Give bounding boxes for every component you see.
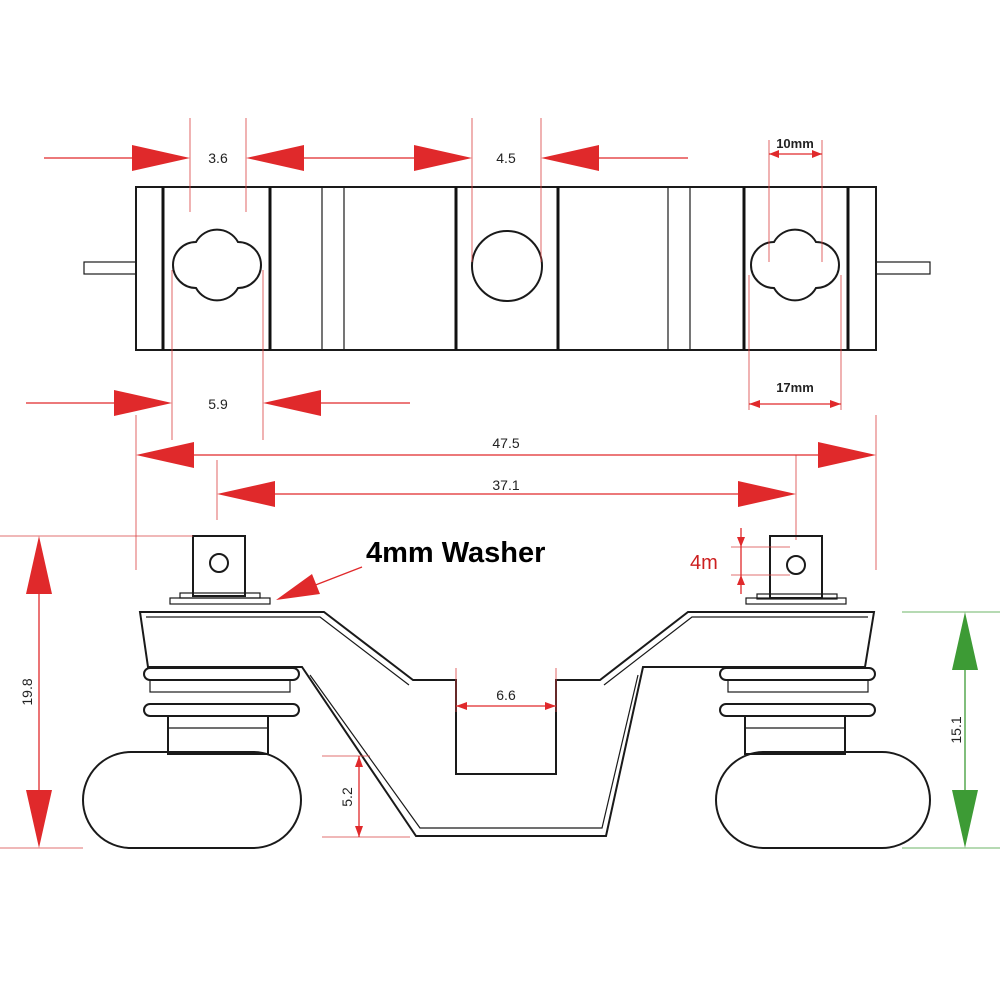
overall-dimensions: 47.5 37.1 <box>135 415 877 570</box>
left-insulator-foot <box>82 751 302 849</box>
strap-inner-edge <box>146 616 868 686</box>
top-view-extension-lines <box>171 118 842 440</box>
right-keyhole-slot <box>750 228 840 302</box>
washer-label: 4mm Washer <box>366 537 545 569</box>
dim-label-3-6: 3.6 <box>208 150 228 166</box>
dimension-37-1: 37.1 <box>217 477 796 507</box>
dimension-47-5: 47.5 <box>136 435 876 468</box>
dimension-6-6: 6.6 <box>455 668 557 712</box>
right-insulator-foot <box>715 751 931 849</box>
dimension-15-1: 15.1 <box>902 611 1000 849</box>
right-washer <box>745 593 847 605</box>
dim-label-4-5: 4.5 <box>496 150 516 166</box>
right-terminal-pin <box>875 261 931 275</box>
side-view: 4mm Washer 4m 19.8 <box>0 528 1000 849</box>
right-terminal-tab <box>769 535 823 599</box>
mounting-strap-bracket <box>138 611 876 837</box>
right-tab-hole <box>786 555 806 575</box>
dim-label-4m: 4m <box>690 552 718 574</box>
left-tab-hole <box>209 553 229 573</box>
left-terminal-pin <box>83 261 137 275</box>
dimension-3-6: 3.6 <box>44 145 304 171</box>
dim-label-15-1: 15.1 <box>948 716 964 743</box>
dim-label-6-6: 6.6 <box>496 687 516 703</box>
top-view: 3.6 4.5 10mm 5.9 1 <box>26 118 931 440</box>
washer-callout-arrow <box>276 574 320 600</box>
left-terminal-tab <box>192 535 246 597</box>
dimension-19-8: 19.8 <box>0 535 193 849</box>
fuse-holder-body <box>135 186 877 351</box>
center-mounting-hole <box>471 230 543 302</box>
dimension-4-5: 4.5 <box>304 145 688 171</box>
dimension-4m: 4m <box>690 528 790 594</box>
right-insulator-post <box>715 667 931 849</box>
dim-label-10mm: 10mm <box>776 136 814 151</box>
strap-fold-line <box>309 674 639 829</box>
washer-callout: 4mm Washer <box>276 537 545 600</box>
dimension-10mm: 10mm <box>769 136 822 158</box>
left-keyhole-slot <box>172 228 262 302</box>
dim-label-5-9: 5.9 <box>208 396 228 412</box>
left-washer <box>169 592 271 605</box>
dim-label-47-5: 47.5 <box>492 435 519 451</box>
dimension-5-9: 5.9 <box>26 390 410 416</box>
left-insulator-post <box>82 667 302 849</box>
dim-label-19-8: 19.8 <box>19 678 35 705</box>
dim-label-37-1: 37.1 <box>492 477 519 493</box>
dim-label-5-2: 5.2 <box>339 787 355 807</box>
body-divider-lines <box>161 187 850 350</box>
dimension-17mm: 17mm <box>749 380 841 408</box>
dim-label-17mm: 17mm <box>776 380 814 395</box>
dimension-5-2: 5.2 <box>322 755 410 838</box>
